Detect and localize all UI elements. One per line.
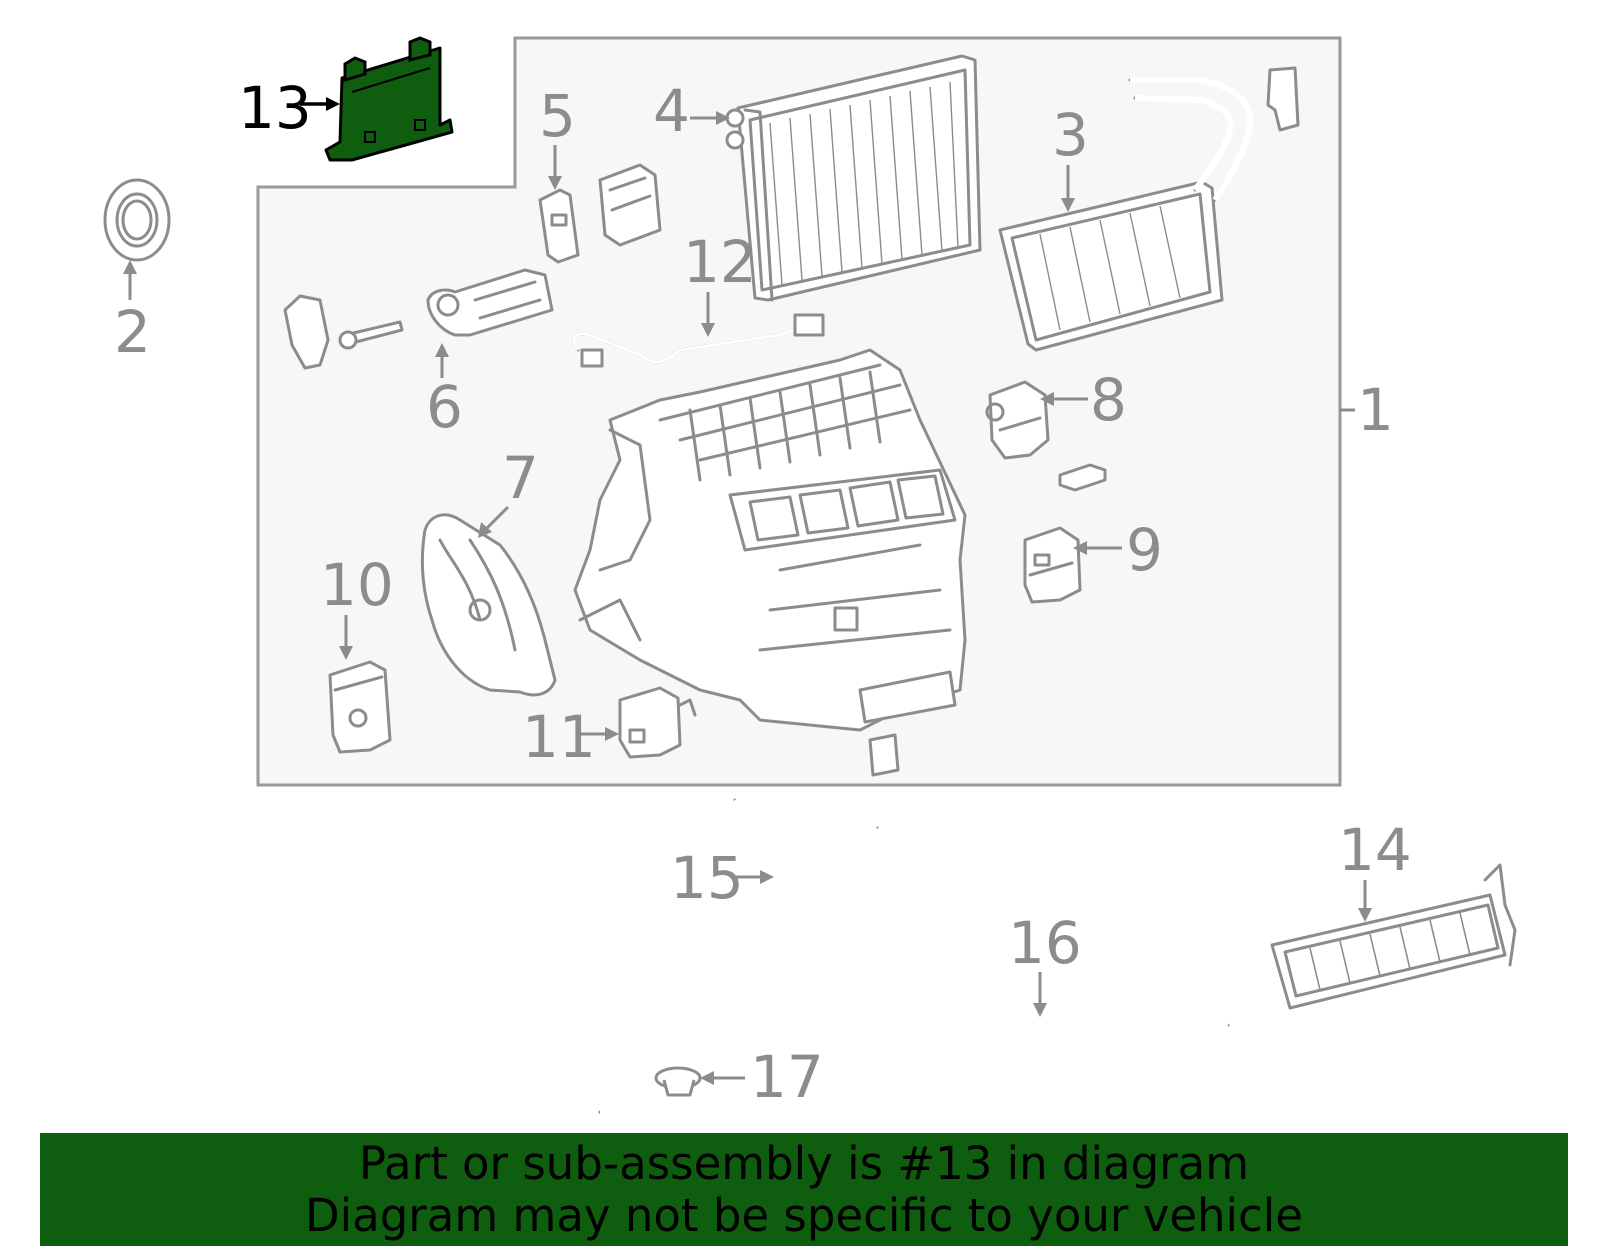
callout-6: 6 <box>426 373 463 441</box>
part-13-module[interactable] <box>324 36 454 162</box>
part-2-seal[interactable] <box>103 178 171 262</box>
part-17-grommet[interactable] <box>654 1066 702 1097</box>
part-16-drain-hose[interactable] <box>876 826 1230 1027</box>
banner-line-2: Diagram may not be specific to your vehi… <box>305 1188 1303 1242</box>
part-5-connector[interactable] <box>538 163 662 264</box>
part-15-drain-hose[interactable] <box>593 798 784 1114</box>
part-6-actuator[interactable] <box>283 268 554 370</box>
callout-11: 11 <box>522 703 596 771</box>
callout-8: 8 <box>1090 366 1127 434</box>
part-10-servo[interactable] <box>328 660 392 754</box>
callout-7: 7 <box>502 444 539 512</box>
callout-3: 3 <box>1052 101 1089 169</box>
callout-15: 15 <box>670 844 744 912</box>
callout-13: 13 <box>238 74 312 142</box>
callout-5: 5 <box>539 82 576 150</box>
callout-16: 16 <box>1008 909 1082 977</box>
callout-12: 12 <box>683 228 757 296</box>
part-14-ptc-heater[interactable] <box>1270 863 1517 1010</box>
part-1-hvac-housing[interactable] <box>573 348 967 777</box>
callout-9: 9 <box>1126 516 1163 584</box>
callout-14: 14 <box>1338 816 1412 884</box>
part-8-servo[interactable] <box>985 380 1107 492</box>
banner-line-1: Part or sub-assembly is #13 in diagram <box>358 1136 1250 1190</box>
callout-2: 2 <box>114 298 151 366</box>
part-4-evaporator[interactable] <box>725 54 982 302</box>
part-3-heater-core[interactable] <box>998 66 1300 352</box>
part-7-blower-housing[interactable] <box>420 513 557 697</box>
callout-1: 1 <box>1357 376 1394 444</box>
part-9-servo[interactable] <box>1023 526 1082 604</box>
part-11-servo[interactable] <box>618 686 697 759</box>
callout-17: 17 <box>750 1043 824 1111</box>
notice-banner: Part or sub-assembly is #13 in diagram D… <box>40 1133 1568 1246</box>
callout-4: 4 <box>653 77 690 145</box>
part-12-wire-harness[interactable] <box>572 313 825 368</box>
callout-10: 10 <box>320 551 394 619</box>
